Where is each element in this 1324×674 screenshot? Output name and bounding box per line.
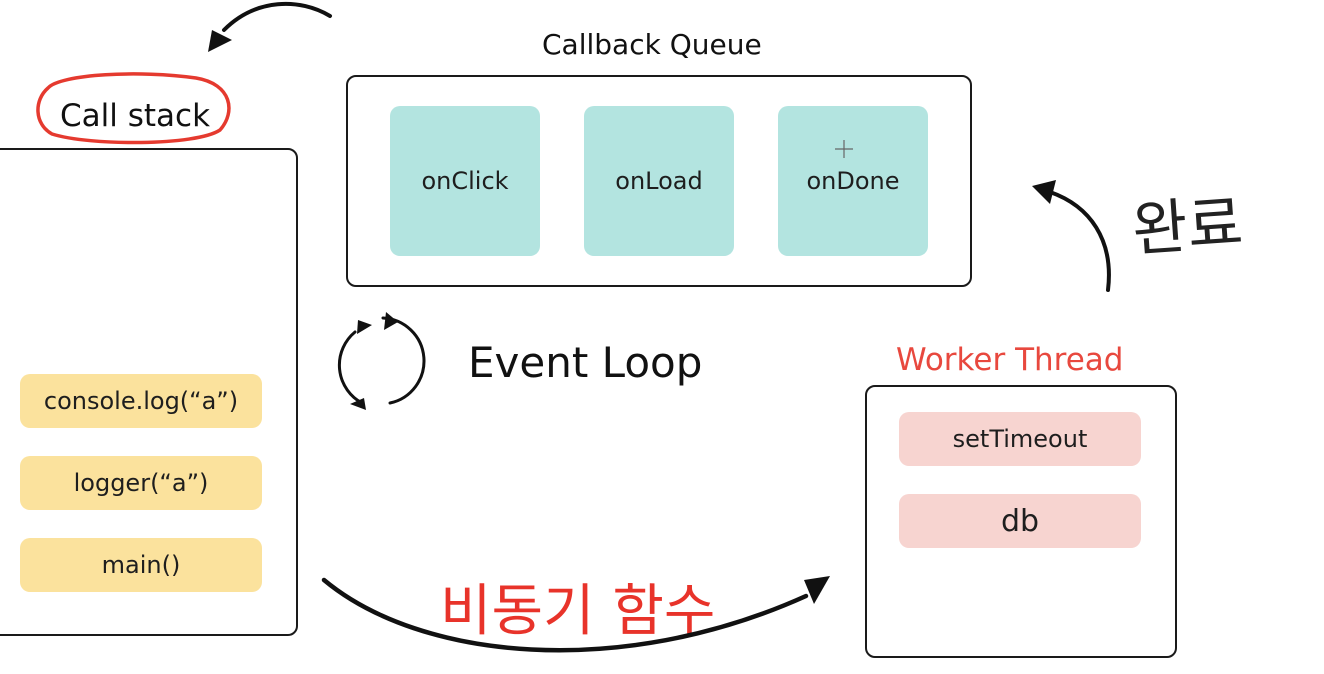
stack-frame-console-log: console.log(“a”) <box>20 374 262 428</box>
highlight-circle <box>36 72 231 145</box>
worker-item-db: db <box>899 494 1141 548</box>
event-loop-cycle-icon <box>337 312 426 410</box>
call-stack-title: Call stack <box>60 98 211 134</box>
async-arrow-head <box>804 576 830 604</box>
event-loop-label: Event Loop <box>468 338 703 387</box>
queue-item-onload: onLoad <box>584 106 734 256</box>
queue-item-onclick: onClick <box>390 106 540 256</box>
async-function-label: 비동기 함수 <box>440 579 716 644</box>
callback-queue-title: Callback Queue <box>542 28 762 61</box>
crosshair-cursor-icon <box>835 140 853 158</box>
stack-frame-logger: logger(“a”) <box>20 456 262 510</box>
stack-frame-main: main() <box>20 538 262 592</box>
curved-arrow-top-left <box>222 1 332 32</box>
completed-arrow-head <box>1032 180 1056 204</box>
worker-item-settimeout: setTimeout <box>899 412 1141 466</box>
queue-item-ondone: onDone <box>778 106 928 256</box>
completed-arrow <box>1048 190 1111 292</box>
curved-arrow-top-left-head <box>208 30 232 52</box>
worker-thread-title: Worker Thread <box>896 342 1124 378</box>
async-arrow <box>321 577 809 653</box>
